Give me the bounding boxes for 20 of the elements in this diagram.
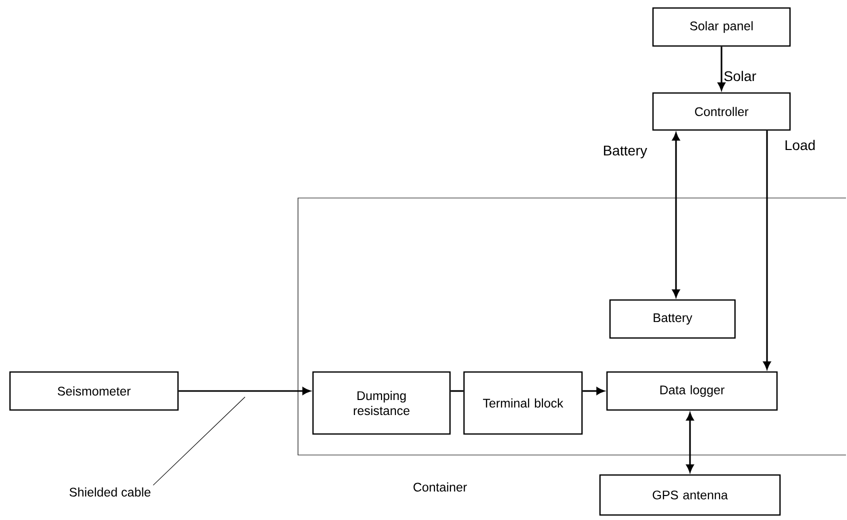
arrow [672, 132, 680, 298]
block-box: Terminal block [463, 371, 583, 435]
arrow [763, 130, 771, 370]
block-box: GPS antenna [599, 474, 781, 516]
cable-label: Shielded cable [70, 487, 150, 497]
block-box: Controller [652, 92, 791, 131]
arrow [718, 46, 726, 90]
arrow [178, 387, 310, 395]
leader-line [152, 396, 246, 486]
edge-label: Solar [724, 70, 756, 82]
arrow [686, 412, 694, 472]
block-box: Seismometer [9, 371, 179, 411]
block-box: Battery [609, 299, 736, 339]
block-box: Dumping resistance [312, 371, 451, 435]
edge-label: Battery [604, 146, 648, 158]
connector-line [450, 390, 464, 392]
arrow [582, 387, 604, 395]
block-box: Data logger [606, 371, 778, 411]
edge-label: Load [786, 140, 815, 150]
block-box: Solar panel [652, 7, 791, 47]
